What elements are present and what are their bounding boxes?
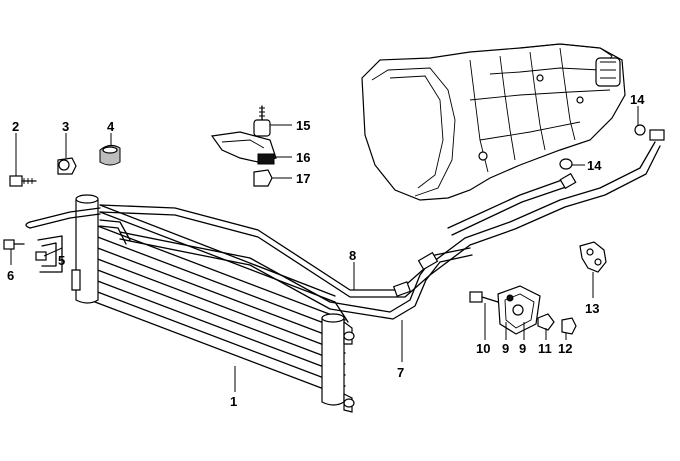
callout-4: 4 bbox=[107, 119, 115, 134]
sleeve-11 bbox=[537, 313, 555, 331]
callout-numbers: 1 2 3 4 5 6 7 8 9 9 10 11 12 13 14 14 15… bbox=[7, 92, 645, 409]
callout-9b: 9 bbox=[519, 341, 526, 356]
clip-13 bbox=[579, 241, 607, 273]
clamp-bracket-9 bbox=[497, 285, 541, 335]
bolt-6 bbox=[3, 239, 25, 250]
oil-lines bbox=[99, 124, 665, 320]
callout-3: 3 bbox=[62, 119, 69, 134]
mount-assembly bbox=[210, 105, 277, 187]
callout-8: 8 bbox=[349, 248, 356, 263]
nut-12 bbox=[561, 317, 577, 335]
callout-14b: 14 bbox=[587, 158, 602, 173]
callout-5: 5 bbox=[58, 253, 65, 268]
callout-7: 7 bbox=[397, 365, 404, 380]
callout-1: 1 bbox=[230, 394, 237, 409]
callout-13: 13 bbox=[585, 301, 599, 316]
callout-14a: 14 bbox=[630, 92, 645, 107]
callout-17: 17 bbox=[296, 171, 310, 186]
callout-10: 10 bbox=[476, 341, 490, 356]
callout-15: 15 bbox=[296, 118, 310, 133]
callout-12: 12 bbox=[558, 341, 572, 356]
callout-11: 11 bbox=[538, 341, 552, 356]
bolt-10 bbox=[469, 291, 499, 303]
callout-6: 6 bbox=[7, 268, 14, 283]
spacer-3 bbox=[57, 157, 77, 175]
callout-9a: 9 bbox=[502, 341, 509, 356]
callout-2: 2 bbox=[12, 119, 19, 134]
bolt-2 bbox=[9, 175, 37, 187]
callout-16: 16 bbox=[296, 150, 310, 165]
rubber-mount-4 bbox=[99, 144, 121, 166]
oil-cooler bbox=[71, 194, 355, 413]
transmission-housing bbox=[361, 43, 626, 201]
left-pipe-bracket bbox=[25, 207, 131, 273]
leader-lines bbox=[10, 106, 639, 392]
